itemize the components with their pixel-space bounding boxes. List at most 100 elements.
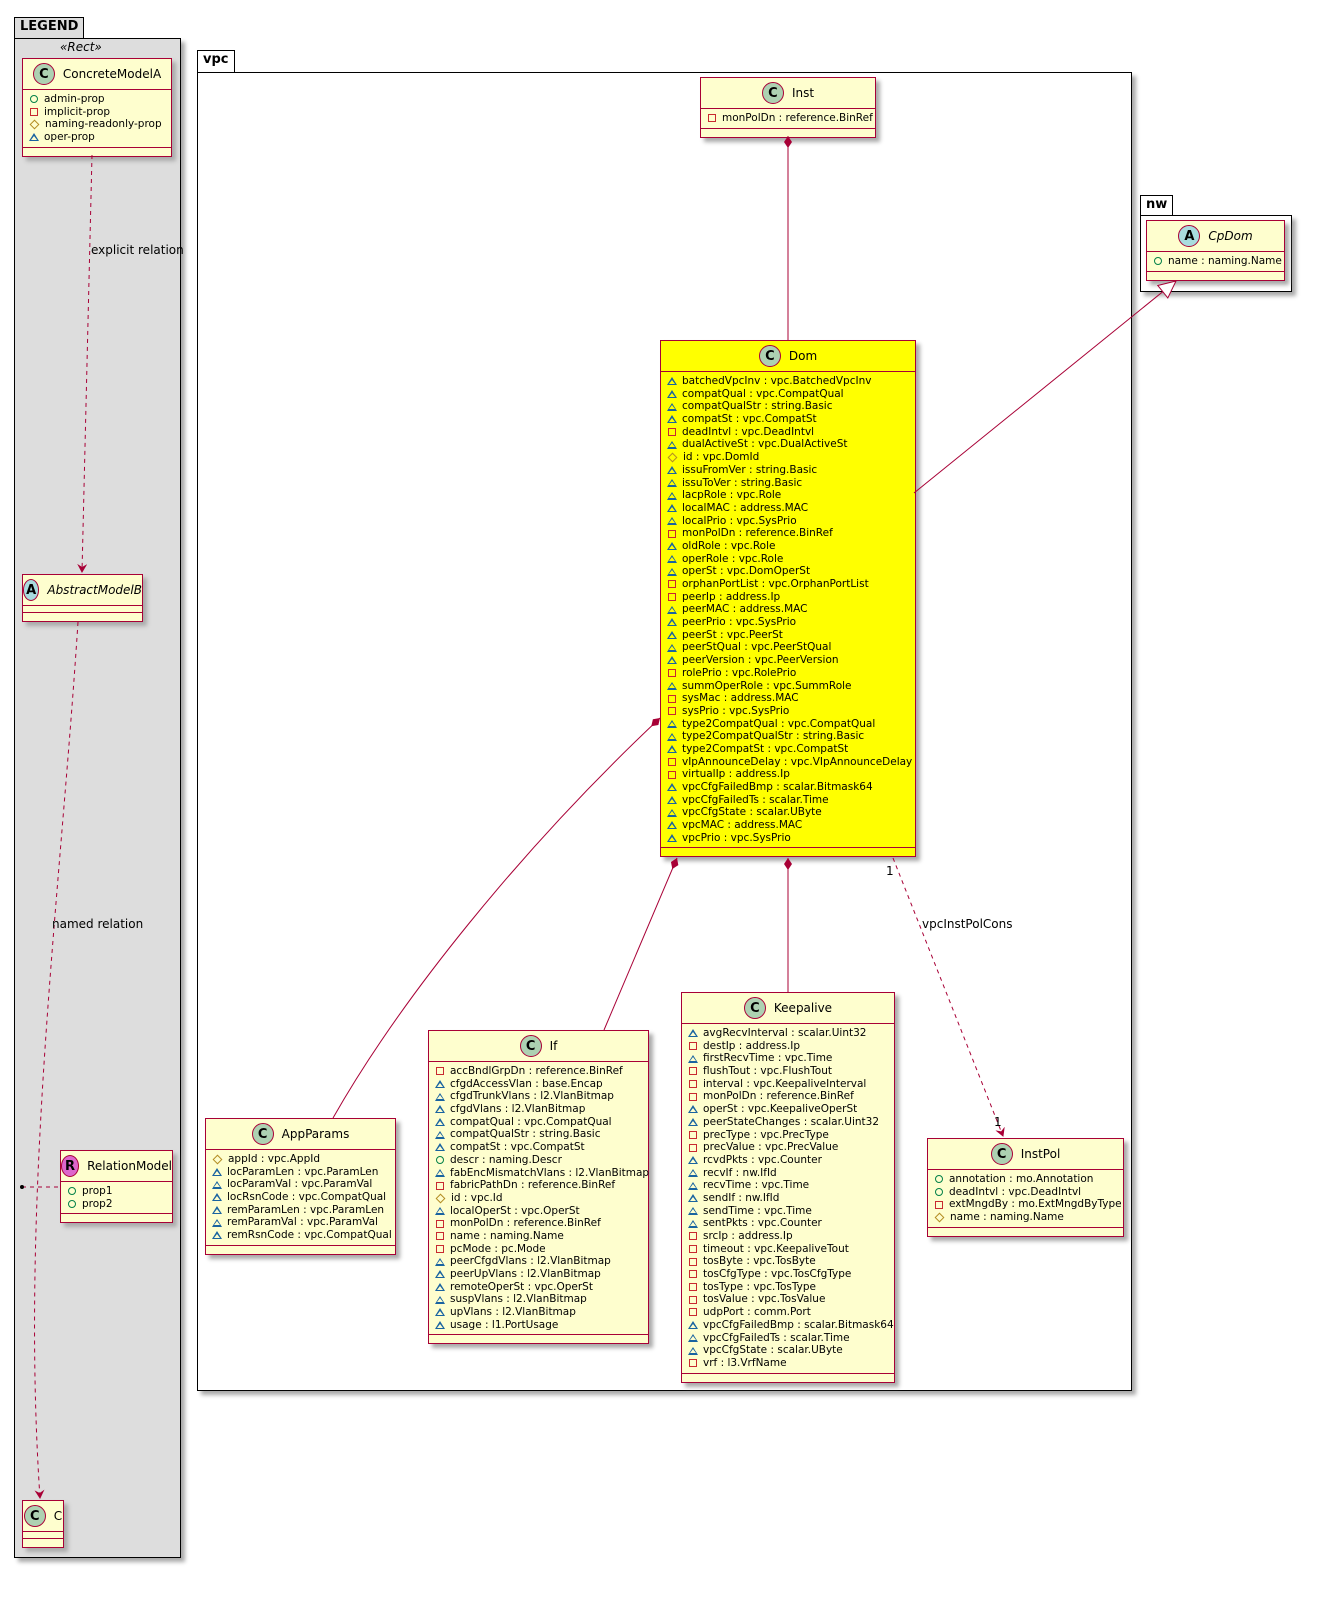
class-keepalive[interactable]: C Keepalive avgRecvInterval : scalar.Uin… (681, 992, 895, 1383)
attribute-text: issuFromVer : string.Basic (682, 463, 818, 476)
attribute-text: id : vpc.DomId (683, 451, 760, 464)
visibility-pkg-icon (435, 1295, 445, 1304)
class-header: C Inst (701, 78, 875, 109)
attribute-text: accBndlGrpDn : reference.BinRef (450, 1065, 623, 1077)
attribute-row: interval : vpc.KeepaliveInterval (688, 1078, 888, 1091)
attribute-text: locParamLen : vpc.ParamLen (227, 1165, 379, 1178)
attribute-row: implicit-prop (29, 106, 165, 119)
visibility-pkg-icon (688, 1105, 698, 1114)
attribute-text: deadIntvl : vpc.DeadIntvl (949, 1185, 1082, 1198)
method-compartment (661, 848, 915, 856)
visibility-pkg-icon (688, 1333, 698, 1342)
attribute-row: srcIp : address.Ip (688, 1230, 888, 1243)
visibility-pkg-icon (688, 1194, 698, 1203)
visibility-priv-icon (689, 1359, 697, 1368)
attribute-text: peerMAC : address.MAC (682, 603, 808, 616)
class-header: A AbstractModelB (23, 575, 142, 606)
method-compartment (23, 613, 142, 621)
attribute-row: destIp : address.Ip (688, 1040, 888, 1053)
visibility-pkg-icon (435, 1283, 445, 1292)
class-name: ConcreteModelA (62, 67, 162, 81)
visibility-priv-icon (668, 770, 676, 779)
visibility-pkg-icon (688, 1054, 698, 1063)
attribute-text: annotation : mo.Annotation (949, 1173, 1094, 1185)
attribute-row: type2CompatSt : vpc.CompatSt (667, 743, 909, 756)
attribute-row: locParamLen : vpc.ParamLen (212, 1166, 389, 1179)
attribute-text: sysPrio : vpc.SysPrio (682, 704, 790, 717)
attribute-row: fabEncMismatchVlans : l2.VlanBitmap (435, 1167, 649, 1180)
attribute-text: vpcCfgFailedBmp : scalar.Bitmask64 (682, 781, 873, 793)
attribute-text: peerPrio : vpc.SysPrio (682, 616, 797, 629)
attribute-row: deadIntvl : vpc.DeadIntvl (934, 1186, 1117, 1199)
attribute-row: issuFromVer : string.Basic (667, 464, 909, 477)
visibility-pkg-icon (667, 516, 677, 525)
attribute-text: virtualIp : address.Ip (682, 768, 790, 781)
attribute-text: summOperRole : vpc.SummRole (682, 679, 852, 692)
attribute-row: peerSt : vpc.PeerSt (667, 629, 909, 642)
attribute-row: vrf : l3.VrfName (688, 1357, 888, 1370)
class-if[interactable]: C If accBndlGrpDn : reference.BinRef cfgd… (428, 1030, 649, 1345)
visibility-pkg-icon (667, 796, 677, 805)
attribute-text: suspVlans : l2.VlanBitmap (450, 1293, 587, 1306)
method-compartment (61, 1214, 172, 1222)
class-c[interactable]: C C (22, 1500, 64, 1548)
attribute-text: orphanPortList : vpc.OrphanPortList (682, 578, 869, 590)
attribute-text: implicit-prop (44, 105, 111, 118)
class-cpdom[interactable]: A CpDom name : naming.Name (1146, 220, 1285, 281)
attribute-row: udpPort : comm.Port (688, 1306, 888, 1319)
class-inst[interactable]: C Inst monPolDn : reference.BinRef (700, 77, 876, 138)
visibility-pkg-icon (667, 656, 677, 665)
visibility-pkg-icon (667, 631, 677, 640)
attribute-text: extMngdBy : mo.ExtMngdByType (949, 1198, 1122, 1211)
visibility-pkg-icon (667, 605, 677, 614)
class-header: C If (429, 1031, 648, 1062)
attribute-row: recvIf : nw.IfId (688, 1167, 888, 1180)
class-name: Keepalive (773, 1001, 833, 1015)
attribute-row: compatQual : vpc.CompatQual (667, 388, 909, 401)
attribute-row: peerVersion : vpc.PeerVersion (667, 654, 909, 667)
visibility-pub-icon (935, 1188, 943, 1197)
attribute-row: tosType : vpc.TosType (688, 1281, 888, 1294)
attribute-text: localMAC : address.MAC (682, 501, 809, 514)
attribute-text: pcMode : pc.Mode (450, 1242, 546, 1255)
attribute-text: cfgdTrunkVlans : l2.VlanBitmap (450, 1090, 614, 1103)
attribute-row: cfgdVlans : l2.VlanBitmap (435, 1103, 642, 1116)
attribute-row: appId : vpc.AppId (212, 1153, 389, 1166)
attribute-row: vpcCfgState : scalar.UByte (688, 1344, 888, 1357)
attribute-text: operSt : vpc.KeepaliveOperSt (703, 1103, 858, 1116)
visibility-pub-icon (935, 1175, 943, 1184)
class-name: Dom (788, 349, 818, 363)
visibility-priv-icon (436, 1067, 444, 1076)
attribute-text: monPolDn : reference.BinRef (450, 1217, 601, 1230)
attribute-row: localOperSt : vpc.OperSt (435, 1205, 642, 1218)
multiplicity-source: 1 (886, 864, 894, 878)
attribute-row: remParamLen : vpc.ParamLen (212, 1204, 389, 1217)
attribute-text: recvTime : vpc.Time (703, 1179, 810, 1192)
attribute-text: peerVersion : vpc.PeerVersion (682, 654, 839, 667)
attribute-text: recvIf : nw.IfId (703, 1166, 777, 1179)
attribute-row: locRsnCode : vpc.CompatQual (212, 1191, 389, 1204)
attribute-text: localPrio : vpc.SysPrio (682, 514, 797, 527)
attribute-row: sendTime : vpc.Time (688, 1205, 888, 1218)
attribute-row: compatQual : vpc.CompatQual (435, 1116, 642, 1129)
attribute-text: compatQual : vpc.CompatQual (682, 387, 844, 400)
attribute-row: usage : l1.PortUsage (435, 1319, 642, 1332)
attribute-row: type2CompatQualStr : string.Basic (667, 730, 909, 743)
class-abstractmodelb[interactable]: A AbstractModelB (22, 574, 143, 622)
visibility-priv-icon (689, 1257, 697, 1266)
attribute-row: monPolDn : reference.BinRef (667, 527, 909, 540)
class-glyph-icon: C (32, 63, 55, 85)
class-header: C InstPol (928, 1139, 1123, 1170)
visibility-pkg-icon (667, 542, 677, 551)
attribute-row: tosByte : vpc.TosByte (688, 1255, 888, 1268)
visibility-priv-icon (689, 1283, 697, 1292)
visibility-pkg-icon (667, 821, 677, 830)
attribute-row: vpcCfgState : scalar.UByte (667, 806, 909, 819)
visibility-pkg-icon (688, 1321, 698, 1330)
